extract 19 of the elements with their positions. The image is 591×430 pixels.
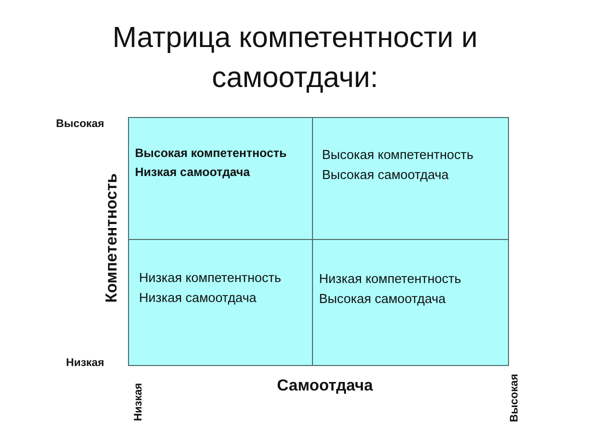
quadrant-text: Высокая компетентность [135, 145, 287, 162]
quadrant-text: Высокая самоотдача [322, 166, 449, 184]
quadrant-text: Низкая компетентность [139, 269, 282, 287]
axis-tick-label: Низкая [66, 357, 104, 370]
axis-tick-label: Высокая [508, 374, 522, 422]
quadrant-box [312, 239, 509, 366]
diagram-title: Матрица компетентности и самоотдачи: [111, 21, 479, 96]
axis-tick-label: Низкая [132, 382, 146, 422]
quadrant-text: Высокая самоотдача [319, 290, 446, 308]
axis-title: Самоотдача [277, 376, 373, 396]
quadrant-box [312, 117, 509, 240]
quadrant-text: Низкая самоотдача [135, 164, 250, 181]
axis-title: Компетентность [102, 173, 122, 303]
quadrant-box [128, 117, 313, 240]
quadrant-text: Низкая компетентность [319, 270, 462, 288]
quadrant-box [128, 239, 313, 366]
quadrant-text: Высокая компетентность [322, 146, 474, 164]
quadrant-text: Низкая самоотдача [139, 289, 256, 307]
axis-tick-label: Высокая [56, 118, 104, 131]
